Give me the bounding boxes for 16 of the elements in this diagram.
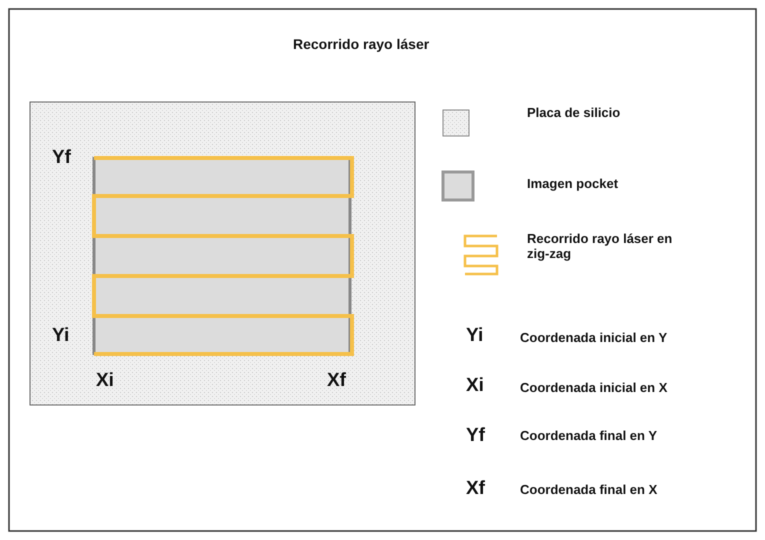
symbol-label: Yf — [466, 425, 485, 447]
axis-label: Xi — [96, 370, 114, 392]
symbol-label: Yi — [466, 325, 484, 347]
legend-label: Coordenada final en X — [520, 482, 658, 497]
axis-label: Yf — [52, 147, 71, 169]
symbol-label: Xf — [466, 478, 485, 500]
legend-label: Coordenada inicial en X — [520, 380, 668, 395]
legend-label: Imagen pocket — [527, 176, 620, 191]
symbol-label: Xi — [466, 375, 484, 397]
axis-label: Xf — [327, 370, 346, 392]
legend-label: Recorrido rayo láser en zig-zag — [527, 231, 674, 261]
legend-label: Coordenada final en Y — [520, 428, 658, 443]
legend-label: Placa de silicio — [527, 105, 622, 120]
legend-label: Coordenada inicial en Y — [520, 330, 668, 345]
axis-label: Yi — [52, 325, 70, 347]
diagram-title: Recorrido rayo láser — [293, 36, 430, 52]
